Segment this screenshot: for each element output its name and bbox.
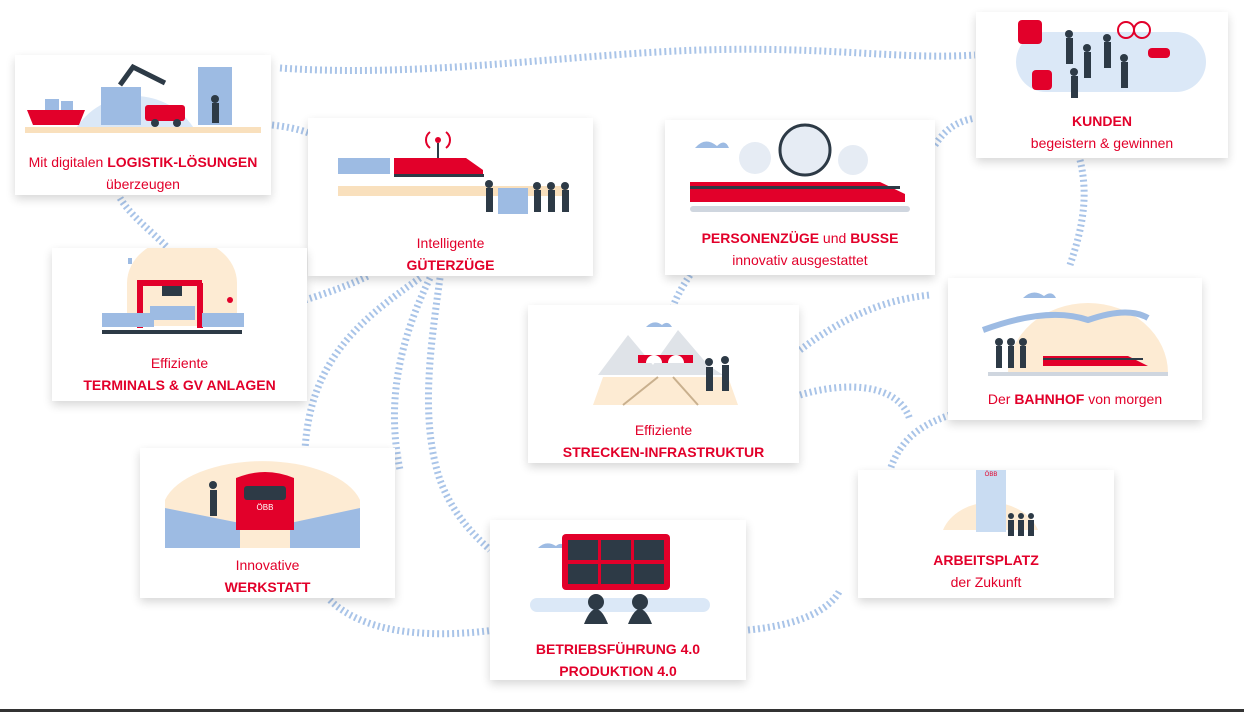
track-gueter-werkstatt2 <box>390 276 434 471</box>
caption-gueterzuege: Intelligente GÜTERZÜGE <box>406 235 495 273</box>
caption-werkstatt: Innovative WERKSTATT <box>224 557 311 595</box>
caption-personenzuege: PERSONENZÜGE und BUSSE innovativ ausgest… <box>701 230 899 268</box>
passenger-train-illustration <box>690 123 910 212</box>
track-gueter-betrieb <box>424 277 493 553</box>
rail-infrastructure-illustration <box>593 322 738 406</box>
track-strecken-bahnhof <box>797 291 931 353</box>
workplace-tower-illustration: ÖBB <box>943 470 1038 536</box>
caption-betrieb: BETRIEBSFÜHRUNG 4.0 PRODUKTION 4.0 <box>535 641 701 679</box>
track-gueter-terminals <box>303 271 372 304</box>
card-arbeitsplatz[interactable]: ÖBB ARBEITSPLATZ der Zukunft <box>858 470 1114 598</box>
track-betrieb-arbeitsplatz <box>747 588 844 634</box>
card-bahnhof[interactable]: Der BAHNHOF von morgen <box>948 278 1202 420</box>
freight-train-illustration <box>338 131 569 214</box>
obb-train-logo: ÖBB <box>257 503 274 512</box>
caption-arbeitsplatz: ARBEITSPLATZ der Zukunft <box>933 552 1039 590</box>
caption-terminals: Effiziente TERMINALS & GV ANLAGEN <box>83 355 276 393</box>
station-illustration <box>981 292 1168 376</box>
bottom-divider <box>0 709 1244 712</box>
control-center-illustration <box>530 534 710 624</box>
track-strecken-arbeitsplatz <box>798 383 914 422</box>
card-gueterzuege[interactable]: Intelligente GÜTERZÜGE <box>308 118 593 276</box>
caption-strecken: Effiziente STRECKEN-INFRASTRUKTUR <box>562 422 765 460</box>
obb-tower-logo: ÖBB <box>985 471 998 478</box>
logistics-illustration <box>25 63 261 133</box>
card-strecken[interactable]: Effiziente STRECKEN-INFRASTRUKTUR <box>528 305 799 463</box>
caption-logistik: Mit digitalen LOGISTIK-LÖSUNGEN überzeug… <box>28 154 258 192</box>
terminal-crane-illustration <box>102 248 244 334</box>
card-personenzuege[interactable]: PERSONENZÜGE und BUSSE innovativ ausgest… <box>665 120 935 275</box>
track-logistik-terminals <box>116 196 171 251</box>
track-personen-kunden <box>932 114 976 147</box>
track-top <box>279 45 976 74</box>
caption-bahnhof: Der BAHNHOF von morgen <box>987 391 1163 407</box>
caption-kunden: KUNDEN begeistern & gewinnen <box>1030 113 1174 151</box>
workshop-illustration: ÖBB <box>165 461 360 548</box>
track-bahnhof-arbeitsplatz <box>886 411 952 472</box>
customers-illustration <box>1016 20 1206 98</box>
card-terminals[interactable]: Effiziente TERMINALS & GV ANLAGEN <box>52 248 307 401</box>
track-werkstatt-betrieb <box>327 597 496 638</box>
card-betrieb[interactable]: BETRIEBSFÜHRUNG 4.0 PRODUKTION 4.0 <box>490 520 746 680</box>
card-kunden[interactable]: KUNDEN begeistern & gewinnen <box>976 12 1228 158</box>
card-werkstatt[interactable]: ÖBB Innovative WERKSTATT <box>140 448 395 598</box>
card-logistik[interactable]: Mit digitalen LOGISTIK-LÖSUNGEN überzeug… <box>15 55 271 195</box>
track-kunden-bahnhof <box>1066 159 1088 267</box>
